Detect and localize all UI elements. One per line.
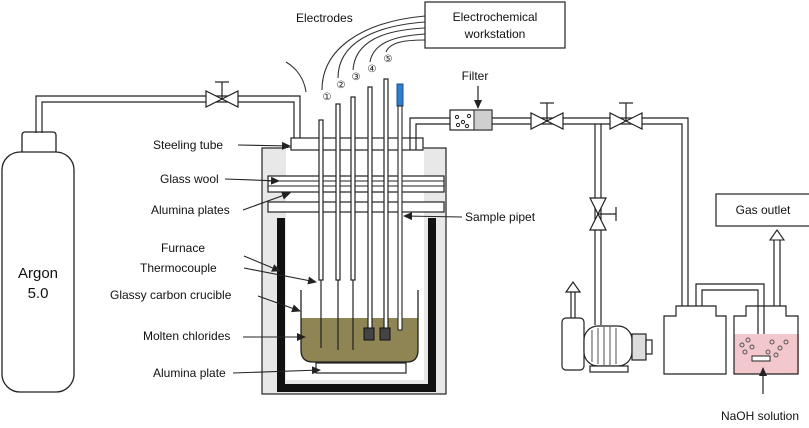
electrochemical-workstation: Electrochemical workstation: [424, 1, 566, 49]
electrode-number: ④: [368, 64, 377, 75]
workstation-label-line2: workstation: [464, 27, 526, 41]
gas-outlet-label: Gas outlet: [736, 203, 791, 217]
argon-label: Argon: [18, 265, 58, 282]
outlet-valve-1: [530, 102, 564, 130]
filter: Filter: [449, 69, 493, 131]
thermocouple-label: Thermocouple: [140, 261, 217, 275]
sample-pipet-arrow: [403, 212, 463, 221]
electrode-number: ①: [323, 92, 332, 103]
left-labels: Steeling tube Glass wool Alumina plates …: [110, 138, 321, 380]
workstation-label-line1: Electrochemical: [453, 10, 538, 24]
steeling-tube-label: Steeling tube: [153, 138, 223, 152]
argon-purity-label: 5.0: [28, 285, 49, 302]
outlet-pipe: [409, 117, 689, 340]
glass-wool-label: Glass wool: [160, 172, 219, 186]
argon-cylinder: Argon 5.0: [1, 131, 75, 393]
furnace-label: Furnace: [161, 241, 205, 255]
pipet-tip: [396, 83, 404, 107]
sample-pipet: [396, 83, 404, 331]
inlet-valve: [205, 81, 239, 108]
gas-outlet-box: Gas outlet: [715, 193, 809, 227]
outlet-valve-2: [609, 102, 643, 130]
filter-label: Filter: [462, 69, 489, 83]
electrode-5-sample: [379, 327, 391, 341]
trap-bottle: [663, 283, 765, 375]
glassy-carbon-crucible-label: Glassy carbon crucible: [110, 288, 232, 302]
sample-pipet-label: Sample pipet: [465, 210, 536, 224]
electrode-number: ③: [352, 72, 361, 83]
electrodes: [318, 78, 389, 350]
vacuum-valve: [589, 197, 617, 231]
molten-chlorides-label: Molten chlorides: [143, 329, 230, 343]
alumina-plates-label: Alumina plates: [151, 203, 230, 217]
electrodes-label: Electrodes: [296, 11, 353, 25]
electrode-numbers: ① ② ③ ④ ⑤: [323, 54, 393, 103]
electrode-wires: [285, 15, 426, 93]
electrode-number: ⑤: [384, 54, 393, 65]
naoh-bottle: [733, 229, 799, 375]
naoh-solution-label: NaOH solution: [721, 409, 799, 423]
electrode-4-sample: [363, 327, 375, 341]
electrode-number: ②: [337, 80, 346, 91]
alumina-plate-label: Alumina plate: [153, 366, 226, 380]
vacuum-pump: [561, 280, 653, 373]
alumina-plate: [315, 362, 407, 374]
